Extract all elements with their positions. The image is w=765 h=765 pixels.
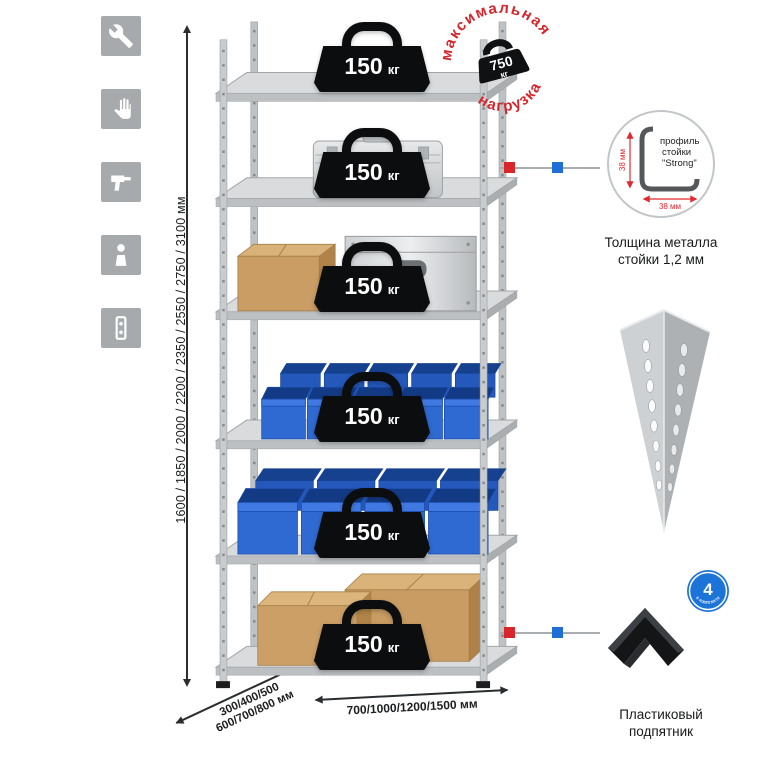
stamp-weight-icon	[478, 48, 530, 84]
stamp-unit: кг	[499, 68, 509, 80]
foot-caption-line1: Пластиковый	[619, 707, 703, 722]
corner-post-image	[619, 309, 711, 532]
load-value: 150	[344, 159, 383, 185]
foot-caption: Пластиковый подпятник	[581, 706, 741, 740]
callout-square-blue	[552, 627, 563, 638]
load-value: 150	[344, 631, 383, 657]
wrench-icon	[101, 16, 141, 56]
weight-handle-icon	[342, 128, 402, 157]
profile-dim-vertical: 38 мм	[618, 149, 627, 171]
weight-handle-icon	[342, 372, 402, 401]
load-unit: кг	[387, 282, 400, 297]
profile-dim-horizontal: 38 мм	[659, 202, 681, 211]
shelf-load-badge: 150 кг	[314, 372, 430, 442]
shelf-load-badge: 150 кг	[314, 600, 430, 670]
load-value: 150	[344, 403, 383, 429]
load-unit: кг	[387, 62, 400, 77]
profile-cross-section	[639, 126, 700, 192]
callout-line	[500, 167, 600, 169]
stamp-weight-icon	[483, 39, 513, 56]
foot-caption-line2: подпятник	[628, 724, 694, 739]
load-value: 150	[344, 273, 383, 299]
load-unit: кг	[387, 640, 400, 655]
profile-caption-line1: Толщина металла	[604, 235, 718, 250]
kit-count-badge: 4 в комплекте	[686, 569, 730, 613]
profile-caption-line2: стойки 1,2 мм	[617, 252, 705, 267]
callout-square-blue	[552, 162, 563, 173]
load-value: 150	[344, 519, 383, 545]
drill-icon	[101, 162, 141, 202]
profile-label: профиль	[660, 136, 699, 147]
svg-text:в комплекте: в комплекте	[694, 595, 722, 606]
badge-text: в комплекте	[694, 595, 722, 606]
weight-handle-icon	[342, 600, 402, 629]
plastic-foot-image	[608, 608, 684, 668]
weight-handle-icon	[342, 242, 402, 271]
callout-square-red	[504, 162, 515, 173]
load-unit: кг	[387, 528, 400, 543]
shelf-load-badge: 150 кг	[314, 128, 430, 198]
load-unit: кг	[387, 168, 400, 183]
height-dimension-label: 1600 / 1850 / 2000 / 2200 / 2350 / 2550 …	[174, 196, 188, 524]
profile-label: стойки	[662, 147, 691, 158]
weight-handle-icon	[342, 22, 402, 51]
profile-label: "Strong"	[662, 158, 697, 169]
person-icon	[101, 235, 141, 275]
callout-line	[500, 632, 600, 634]
stamp-value: 750	[488, 53, 514, 74]
arrow-down-icon	[183, 679, 191, 687]
profile-caption: Толщина металла стойки 1,2 мм	[581, 234, 741, 268]
badge-value: 4	[703, 580, 713, 599]
load-value: 150	[344, 53, 383, 79]
arrow-up-icon	[183, 25, 191, 33]
callout-square-red	[504, 627, 515, 638]
load-unit: кг	[387, 412, 400, 427]
shelf-load-badge: 150 кг	[314, 488, 430, 558]
height-dimension-line	[186, 32, 188, 680]
shelf-load-badge: 150 кг	[314, 22, 430, 92]
level-icon	[101, 308, 141, 348]
shelf-load-badge: 150 кг	[314, 242, 430, 312]
post-profile-detail: 38 мм 38 мм профиль стойки "Strong"	[607, 110, 715, 218]
gloves-icon	[101, 89, 141, 129]
weight-handle-icon	[342, 488, 402, 517]
